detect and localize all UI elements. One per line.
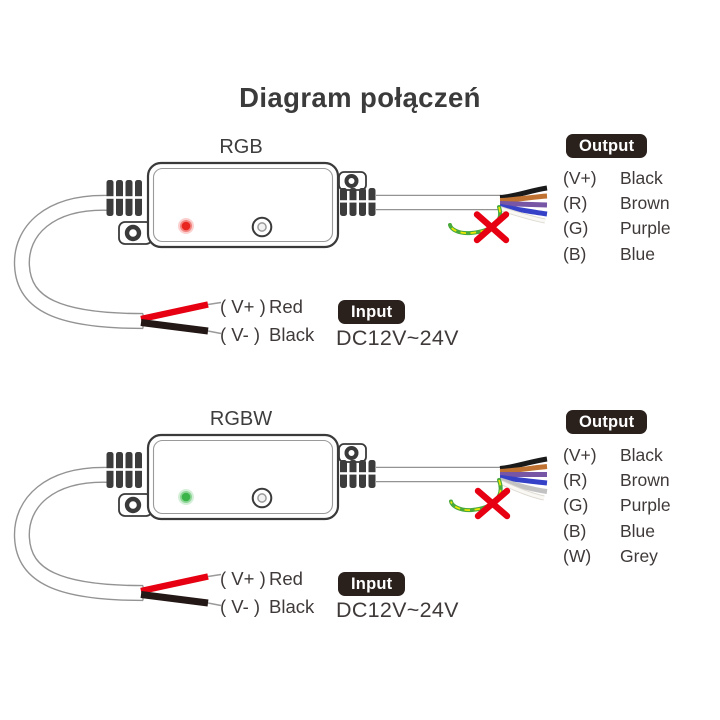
not-used-x-icon <box>473 211 510 244</box>
output-wire-purple <box>499 201 548 208</box>
diagram-rgbw: RGBW Output (V+) Black (R) Brown (G) Pur… <box>0 402 720 662</box>
rgbw-controller-graphic <box>13 433 548 607</box>
earth-wire <box>449 478 503 513</box>
input-pin: ( V- ) <box>220 596 261 617</box>
device-button <box>251 487 273 509</box>
status-led <box>178 489 194 505</box>
input-badge: Input <box>338 572 406 596</box>
output-legend: (V+) Black (R) Brown (G) Purple (B) Blue <box>563 166 671 267</box>
output-wire-black <box>499 185 548 200</box>
input-voltage: DC12V~24V <box>336 598 459 622</box>
input-pin: ( V+ ) <box>220 568 266 589</box>
output-badge: Output <box>566 410 648 434</box>
output-wire-color-name: Brown <box>620 470 670 491</box>
output-pin: (R) <box>563 470 588 491</box>
strain-relief-left <box>104 452 148 488</box>
output-badge: Output <box>566 134 648 158</box>
output-wire-color-name: Black <box>620 445 663 466</box>
input-voltage: DC12V~24V <box>336 326 459 350</box>
output-pin: (W) <box>563 545 592 566</box>
input-wires <box>140 573 222 607</box>
v-minus-black-wire <box>140 591 209 607</box>
strain-relief-right <box>338 460 380 488</box>
page-title: Diagram połączeń <box>239 82 481 113</box>
output-wire-color-name: Black <box>620 168 663 189</box>
output-wire-black <box>499 456 548 471</box>
output-cable <box>375 194 502 211</box>
output-legend-row: (R) Brown <box>563 191 671 216</box>
output-pin: (R) <box>563 193 588 214</box>
output-wire-brown <box>499 193 548 203</box>
input-wire-color-name: Black <box>269 596 315 617</box>
controller-body <box>146 161 340 249</box>
device-button <box>251 216 273 238</box>
output-wire-color-name: Grey <box>620 545 658 566</box>
output-wire-brown <box>499 464 548 474</box>
not-used-x-icon <box>474 487 511 520</box>
output-legend-row: (R) Brown <box>563 468 671 493</box>
output-legend-row: (V+) Black <box>563 443 671 468</box>
diagram-rgb: RGB Output (V+) Black (R) Brown (G) Purp… <box>0 130 720 375</box>
output-legend-row: (G) Purple <box>563 216 671 241</box>
mounting-ear-icon <box>118 171 367 245</box>
output-legend: (V+) Black (R) Brown (G) Purple (B) Blue… <box>563 443 671 569</box>
input-wire-label: ( V- ) Black <box>220 596 314 618</box>
input-wire-color-name: Red <box>269 568 303 589</box>
input-pin: ( V+ ) <box>220 296 266 317</box>
output-wire-color-name: Purple <box>620 495 671 516</box>
output-wire-color-name: Brown <box>620 193 670 214</box>
v-minus-black-wire <box>140 319 209 335</box>
output-legend-row: (B) Blue <box>563 242 671 267</box>
v-plus-red-wire <box>140 301 209 323</box>
output-legend-row: (G) Purple <box>563 493 671 518</box>
output-fan-wires <box>499 185 548 224</box>
output-legend-row: (V+) Black <box>563 166 671 191</box>
output-legend-row: (B) Blue <box>563 519 671 544</box>
output-cable <box>375 466 502 483</box>
input-wire-color-name: Black <box>269 324 315 345</box>
device-name-rgbw: RGBW <box>209 408 273 430</box>
input-wire-label: ( V+ ) Red <box>220 568 303 590</box>
rgb-controller-graphic <box>13 161 548 335</box>
output-wire-blue <box>499 204 548 217</box>
output-legend-row: (W) Grey <box>563 544 671 569</box>
v-plus-red-wire <box>140 573 209 595</box>
output-pin: (G) <box>563 495 589 516</box>
output-wire-blue <box>499 475 548 486</box>
output-wire-color-name: Blue <box>620 243 656 264</box>
output-fan-wires <box>499 456 548 501</box>
input-wire-label: ( V- ) Black <box>220 324 314 346</box>
strain-relief-right <box>338 188 380 216</box>
output-pin: (V+) <box>563 168 597 189</box>
input-wires <box>140 301 222 335</box>
output-pin: (G) <box>563 218 589 239</box>
output-pin: (B) <box>563 520 587 541</box>
controller-body <box>146 433 340 521</box>
input-wire-label: ( V+ ) Red <box>220 296 303 318</box>
output-pin: (V+) <box>563 445 597 466</box>
input-pin: ( V- ) <box>220 324 261 345</box>
output-wire-color-name: Purple <box>620 218 671 239</box>
input-badge: Input <box>338 300 406 324</box>
status-led <box>178 218 194 234</box>
device-name-rgb: RGB <box>219 136 263 158</box>
output-wire-color-name: Blue <box>620 520 656 541</box>
input-wire-color-name: Red <box>269 296 303 317</box>
strain-relief-left <box>104 180 148 216</box>
output-pin: (B) <box>563 243 587 264</box>
